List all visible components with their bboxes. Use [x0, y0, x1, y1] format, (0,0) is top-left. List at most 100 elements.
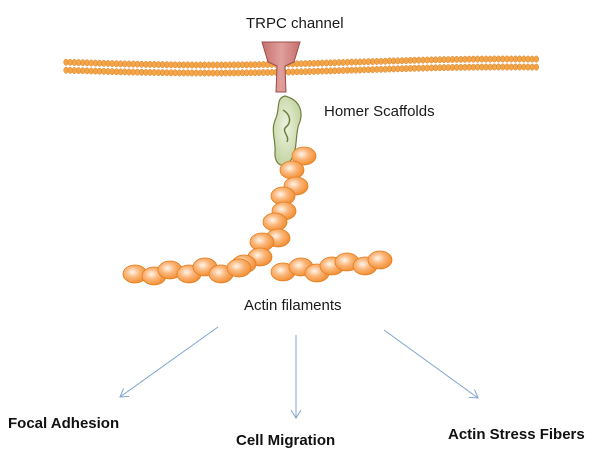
- focal-adhesion-label: Focal Adhesion: [8, 415, 120, 432]
- lipid-head-icon: [424, 56, 430, 64]
- trpc-channel-label: TRPC channel: [246, 15, 344, 32]
- lipid-head-icon: [470, 63, 476, 71]
- lipid-head-icon: [71, 59, 77, 66]
- lipid-head-icon: [168, 69, 174, 77]
- lipid-head-icon: [416, 64, 422, 72]
- lipid-head-icon: [160, 61, 166, 69]
- arrow-to-focal-adhesion: [120, 326, 219, 397]
- lipid-head-icon: [525, 55, 531, 63]
- lipid-head-icon: [206, 61, 212, 69]
- lipid-head-icon: [151, 61, 157, 68]
- homer-scaffolds-label: Homer Scaffolds: [324, 103, 435, 120]
- lipid-head-icon: [349, 66, 355, 74]
- lipid-head-icon: [143, 68, 149, 76]
- lipid-head-icon: [202, 69, 208, 77]
- lipid-head-icon: [260, 61, 266, 68]
- lipid-head-icon: [525, 63, 531, 71]
- lipid-head-icon: [420, 56, 426, 64]
- lipid-head-icon: [466, 55, 472, 63]
- lipid-head-icon: [500, 55, 506, 63]
- lipid-head-icon: [449, 64, 455, 71]
- lipid-head-icon: [210, 69, 216, 77]
- lipid-head-icon: [189, 61, 195, 69]
- lipid-head-icon: [118, 68, 124, 76]
- lipid-head-icon: [504, 55, 510, 63]
- lipid-head-icon: [126, 68, 132, 76]
- lipid-head-icon: [382, 57, 388, 65]
- lipid-head-icon: [374, 65, 380, 73]
- lipid-head-icon: [147, 60, 153, 68]
- lipid-head-icon: [307, 68, 313, 75]
- lipid-head-icon: [378, 65, 384, 73]
- lipid-head-icon: [533, 55, 539, 63]
- lipid-head-icon: [533, 63, 539, 71]
- lipid-head-icon: [416, 56, 422, 64]
- lipid-head-icon: [122, 68, 128, 76]
- lipid-head-icon: [378, 57, 384, 65]
- lipid-head-icon: [512, 55, 518, 63]
- lipid-head-icon: [193, 61, 199, 69]
- lipid-head-icon: [105, 60, 111, 67]
- lipid-head-icon: [160, 69, 166, 77]
- lipid-head-icon: [76, 67, 82, 75]
- lipid-head-icon: [475, 63, 481, 71]
- lipid-head-icon: [252, 61, 258, 69]
- actin-monomer-icon: [226, 258, 252, 278]
- lipid-head-icon: [391, 65, 397, 73]
- lipid-head-icon: [487, 55, 493, 63]
- lipid-head-icon: [487, 63, 493, 71]
- lipid-head-icon: [218, 69, 224, 77]
- lipid-head-icon: [239, 61, 245, 69]
- arrow-to-actin-stress-fibers: [383, 329, 478, 398]
- lipid-head-icon: [97, 67, 103, 75]
- lipid-head-icon: [286, 68, 292, 76]
- lipid-head-icon: [113, 68, 119, 76]
- lipid-head-icon: [395, 57, 401, 65]
- lipid-head-icon: [294, 68, 300, 76]
- lipid-head-icon: [143, 60, 149, 68]
- lipid-head-icon: [88, 59, 94, 67]
- lipid-head-icon: [105, 68, 111, 75]
- lipid-head-icon: [302, 68, 308, 76]
- lipid-head-icon: [181, 61, 187, 69]
- lipid-head-icon: [134, 60, 140, 68]
- lipid-head-icon: [67, 58, 73, 66]
- lipid-head-icon: [76, 59, 82, 67]
- lipid-head-icon: [332, 59, 338, 67]
- lipid-head-icon: [332, 67, 338, 75]
- lipid-head-icon: [319, 59, 325, 67]
- lipid-head-icon: [420, 64, 426, 72]
- lipid-head-icon: [458, 55, 464, 63]
- lipid-head-icon: [92, 67, 98, 75]
- lipid-head-icon: [244, 69, 250, 77]
- lipid-head-icon: [118, 60, 124, 68]
- lipid-head-icon: [315, 67, 321, 75]
- lipid-head-icon: [512, 63, 518, 71]
- lipid-head-icon: [63, 58, 69, 66]
- lipid-head-icon: [466, 63, 472, 71]
- lipid-head-icon: [500, 63, 506, 71]
- lipid-head-icon: [382, 65, 388, 73]
- actin-monomer-icon: [367, 250, 393, 270]
- lipid-head-icon: [164, 61, 170, 69]
- lipid-head-icon: [223, 61, 229, 69]
- lipid-head-icon: [71, 67, 77, 74]
- lipid-head-icon: [189, 69, 195, 77]
- lipid-head-icon: [134, 68, 140, 76]
- lipid-head-icon: [336, 67, 342, 75]
- lipid-head-icon: [386, 65, 392, 73]
- lipid-head-icon: [252, 69, 258, 77]
- lipid-head-icon: [130, 68, 136, 76]
- lipid-head-icon: [231, 69, 237, 77]
- lipid-head-icon: [248, 69, 254, 77]
- lipid-head-icon: [391, 57, 397, 65]
- lipid-head-icon: [206, 69, 212, 77]
- lipid-head-icon: [239, 69, 245, 77]
- actin-monomer-icon: [262, 212, 288, 232]
- lipid-head-icon: [147, 68, 153, 76]
- lipid-head-icon: [265, 69, 271, 76]
- lipid-head-icon: [80, 59, 86, 67]
- lipid-head-icon: [80, 67, 86, 75]
- lipid-head-icon: [428, 56, 434, 64]
- lipid-head-icon: [130, 60, 136, 68]
